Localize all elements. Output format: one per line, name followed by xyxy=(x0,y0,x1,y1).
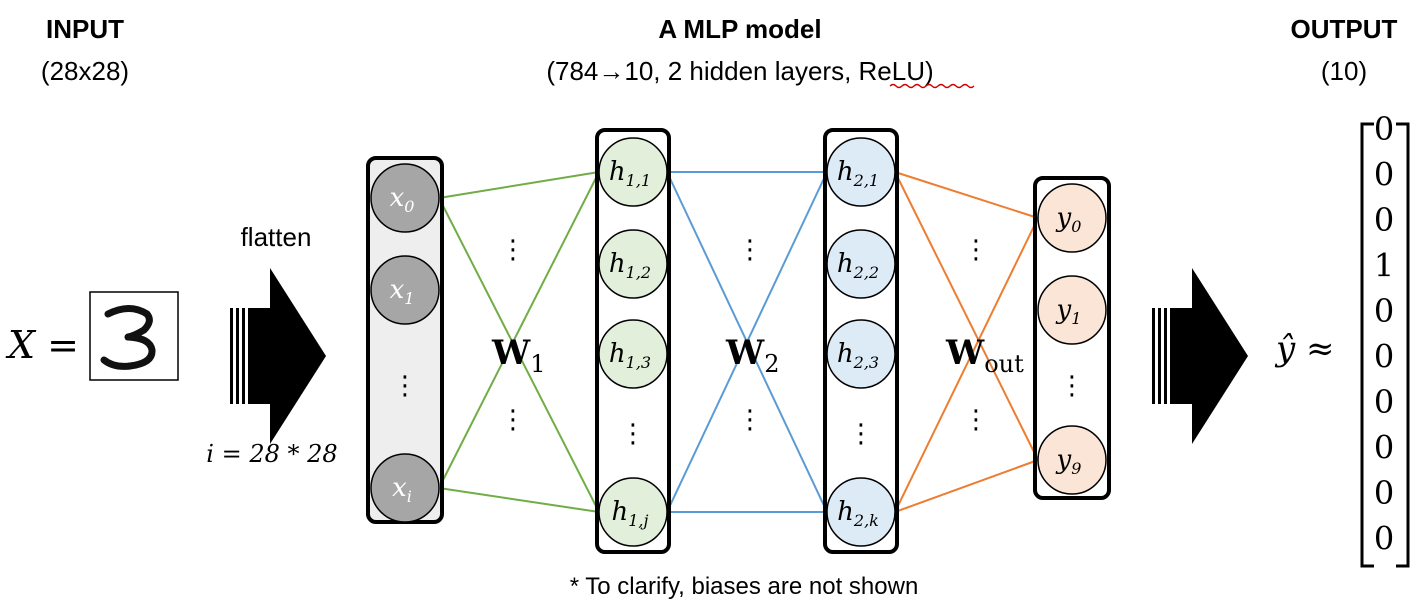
weight-labels: W1 W2 Wout xyxy=(491,333,1024,378)
handwritten-digit-3 xyxy=(100,305,156,370)
vector-right-bracket xyxy=(1396,122,1410,568)
hidden1-node-1-2-circle xyxy=(598,229,668,299)
input-subtitle: (28x28) xyxy=(41,56,129,86)
w1-connection-line xyxy=(438,171,600,489)
output-title: OUTPUT xyxy=(1291,14,1398,44)
output-vector-value: 0 xyxy=(1374,292,1394,330)
hidden-layer-2: h2,1 h2,2 h2,3 h2,k ⋮ xyxy=(826,137,896,547)
spellcheck-underline xyxy=(889,83,975,89)
w2-connection-line xyxy=(666,171,828,513)
output-node-9-label: y9 xyxy=(1056,445,1082,478)
output-node-9-circle xyxy=(1037,425,1107,495)
output-vector-value: 0 xyxy=(1374,338,1394,376)
output-vector: 0 0 0 1 0 0 0 0 0 0 xyxy=(1374,110,1394,558)
output-arrow-icon xyxy=(1152,268,1248,444)
hidden1-node-ellipsis: ⋮ xyxy=(620,419,646,449)
output-node-1-label: y1 xyxy=(1056,295,1082,328)
output-layer: y0 y1 y9 ⋮ xyxy=(1037,183,1107,495)
hidden1-node-1-3-circle xyxy=(598,319,668,389)
input-layer: x0 x1 xi ⋮ xyxy=(370,163,440,523)
wout-connections xyxy=(894,171,1039,513)
flatten-label: flatten xyxy=(241,222,312,252)
weight-ellipsis: ⋮ xyxy=(963,235,989,265)
hidden1-node-1-1-circle xyxy=(598,137,668,207)
output-vector-value: 0 xyxy=(1374,474,1394,512)
weight-ellipsis: ⋮ xyxy=(963,405,989,435)
w1-connection-line xyxy=(438,197,600,513)
size-label: i = 28 * 28 xyxy=(206,440,337,468)
w1-connection-line xyxy=(438,171,600,199)
model-subtitle: (784→10, 2 hidden layers, ReLU) xyxy=(546,56,933,86)
output-subtitle: (10) xyxy=(1321,56,1367,86)
output-node-0-circle xyxy=(1037,183,1107,253)
output-vector-value: 0 xyxy=(1374,520,1394,558)
output-node-ellipsis: ⋮ xyxy=(1059,371,1085,401)
w1-connection-line xyxy=(438,487,600,513)
hidden2-node-2-1-circle xyxy=(826,137,896,207)
w1-label: W1 xyxy=(491,333,545,378)
weight-ellipsis: ⋮ xyxy=(500,405,526,435)
input-variable-label: X = xyxy=(5,323,79,367)
footnote: * To clarify, biases are not shown xyxy=(570,573,919,600)
input-node-1-circle xyxy=(370,255,440,325)
input-node-1-label: x1 xyxy=(390,275,415,308)
ellipsis-markers: ⋮ ⋮ ⋮ ⋮ ⋮ ⋮ xyxy=(500,235,989,435)
hidden1-node-1-1-label: h1,1 xyxy=(609,157,651,190)
hidden2-node-2-3-label: h2,3 xyxy=(837,339,879,372)
hidden1-node-1-2-label: h1,2 xyxy=(609,249,651,282)
hidden-layer-2-frame xyxy=(823,128,899,554)
w2-label: W2 xyxy=(725,333,779,378)
w1-connections xyxy=(438,171,600,513)
weight-ellipsis: ⋮ xyxy=(500,235,526,265)
input-title: INPUT xyxy=(46,14,124,44)
w2-connections xyxy=(666,171,828,513)
weight-ellipsis: ⋮ xyxy=(737,405,763,435)
weight-ellipsis: ⋮ xyxy=(737,235,763,265)
hidden1-node-1-j-label: h1,j xyxy=(612,497,649,530)
input-node-i-circle xyxy=(370,453,440,523)
output-layer-frame xyxy=(1033,176,1111,500)
output-vector-value: 1 xyxy=(1374,247,1394,285)
wout-connection-line xyxy=(894,171,1039,461)
header: INPUT (28x28) A MLP model (784→10, 2 hid… xyxy=(41,14,1398,89)
hidden2-node-2-k-circle xyxy=(826,477,896,547)
wout-connection-line xyxy=(894,459,1039,513)
hidden-layer-1: h1,1 h1,2 h1,3 h1,j ⋮ xyxy=(598,137,668,547)
hidden1-node-1-3-label: h1,3 xyxy=(609,339,651,372)
hidden2-node-2-3-circle xyxy=(826,319,896,389)
input-node-ellipsis: ⋮ xyxy=(392,371,418,401)
input-section: X = 3 flatten i = 28 * 28 xyxy=(5,222,338,468)
output-vector-value: 0 xyxy=(1374,201,1394,239)
wout-label: Wout xyxy=(945,333,1024,378)
model-title: A MLP model xyxy=(658,14,821,44)
output-vector-value: 0 xyxy=(1374,383,1394,421)
output-vector-value: 0 xyxy=(1374,110,1394,148)
input-node-0-label: x0 xyxy=(390,183,415,216)
output-node-1-circle xyxy=(1037,275,1107,345)
hidden1-node-1-j-circle xyxy=(598,477,668,547)
output-vector-value: 0 xyxy=(1374,156,1394,194)
input-node-i-label: xi xyxy=(392,473,412,506)
flatten-arrow-icon xyxy=(230,268,326,444)
output-vector-value: 0 xyxy=(1374,429,1394,467)
output-section: ŷ ≈ 0 0 0 1 0 0 0 0 0 0 xyxy=(1274,110,1410,568)
hidden2-node-2-k-label: h2,k xyxy=(837,497,879,530)
hidden2-node-2-2-label: h2,2 xyxy=(837,249,879,282)
hidden2-node-2-1-label: h2,1 xyxy=(837,157,879,190)
hidden-layer-1-frame xyxy=(595,128,671,554)
wout-connection-line xyxy=(894,217,1039,513)
hidden2-node-2-2-circle xyxy=(826,229,896,299)
wout-connection-line xyxy=(894,171,1039,219)
input-node-0-circle xyxy=(370,163,440,233)
yhat-label: ŷ ≈ xyxy=(1274,329,1335,369)
output-node-0-label: y0 xyxy=(1056,203,1082,236)
hidden2-node-ellipsis: ⋮ xyxy=(848,419,874,449)
vector-left-bracket xyxy=(1360,122,1374,568)
